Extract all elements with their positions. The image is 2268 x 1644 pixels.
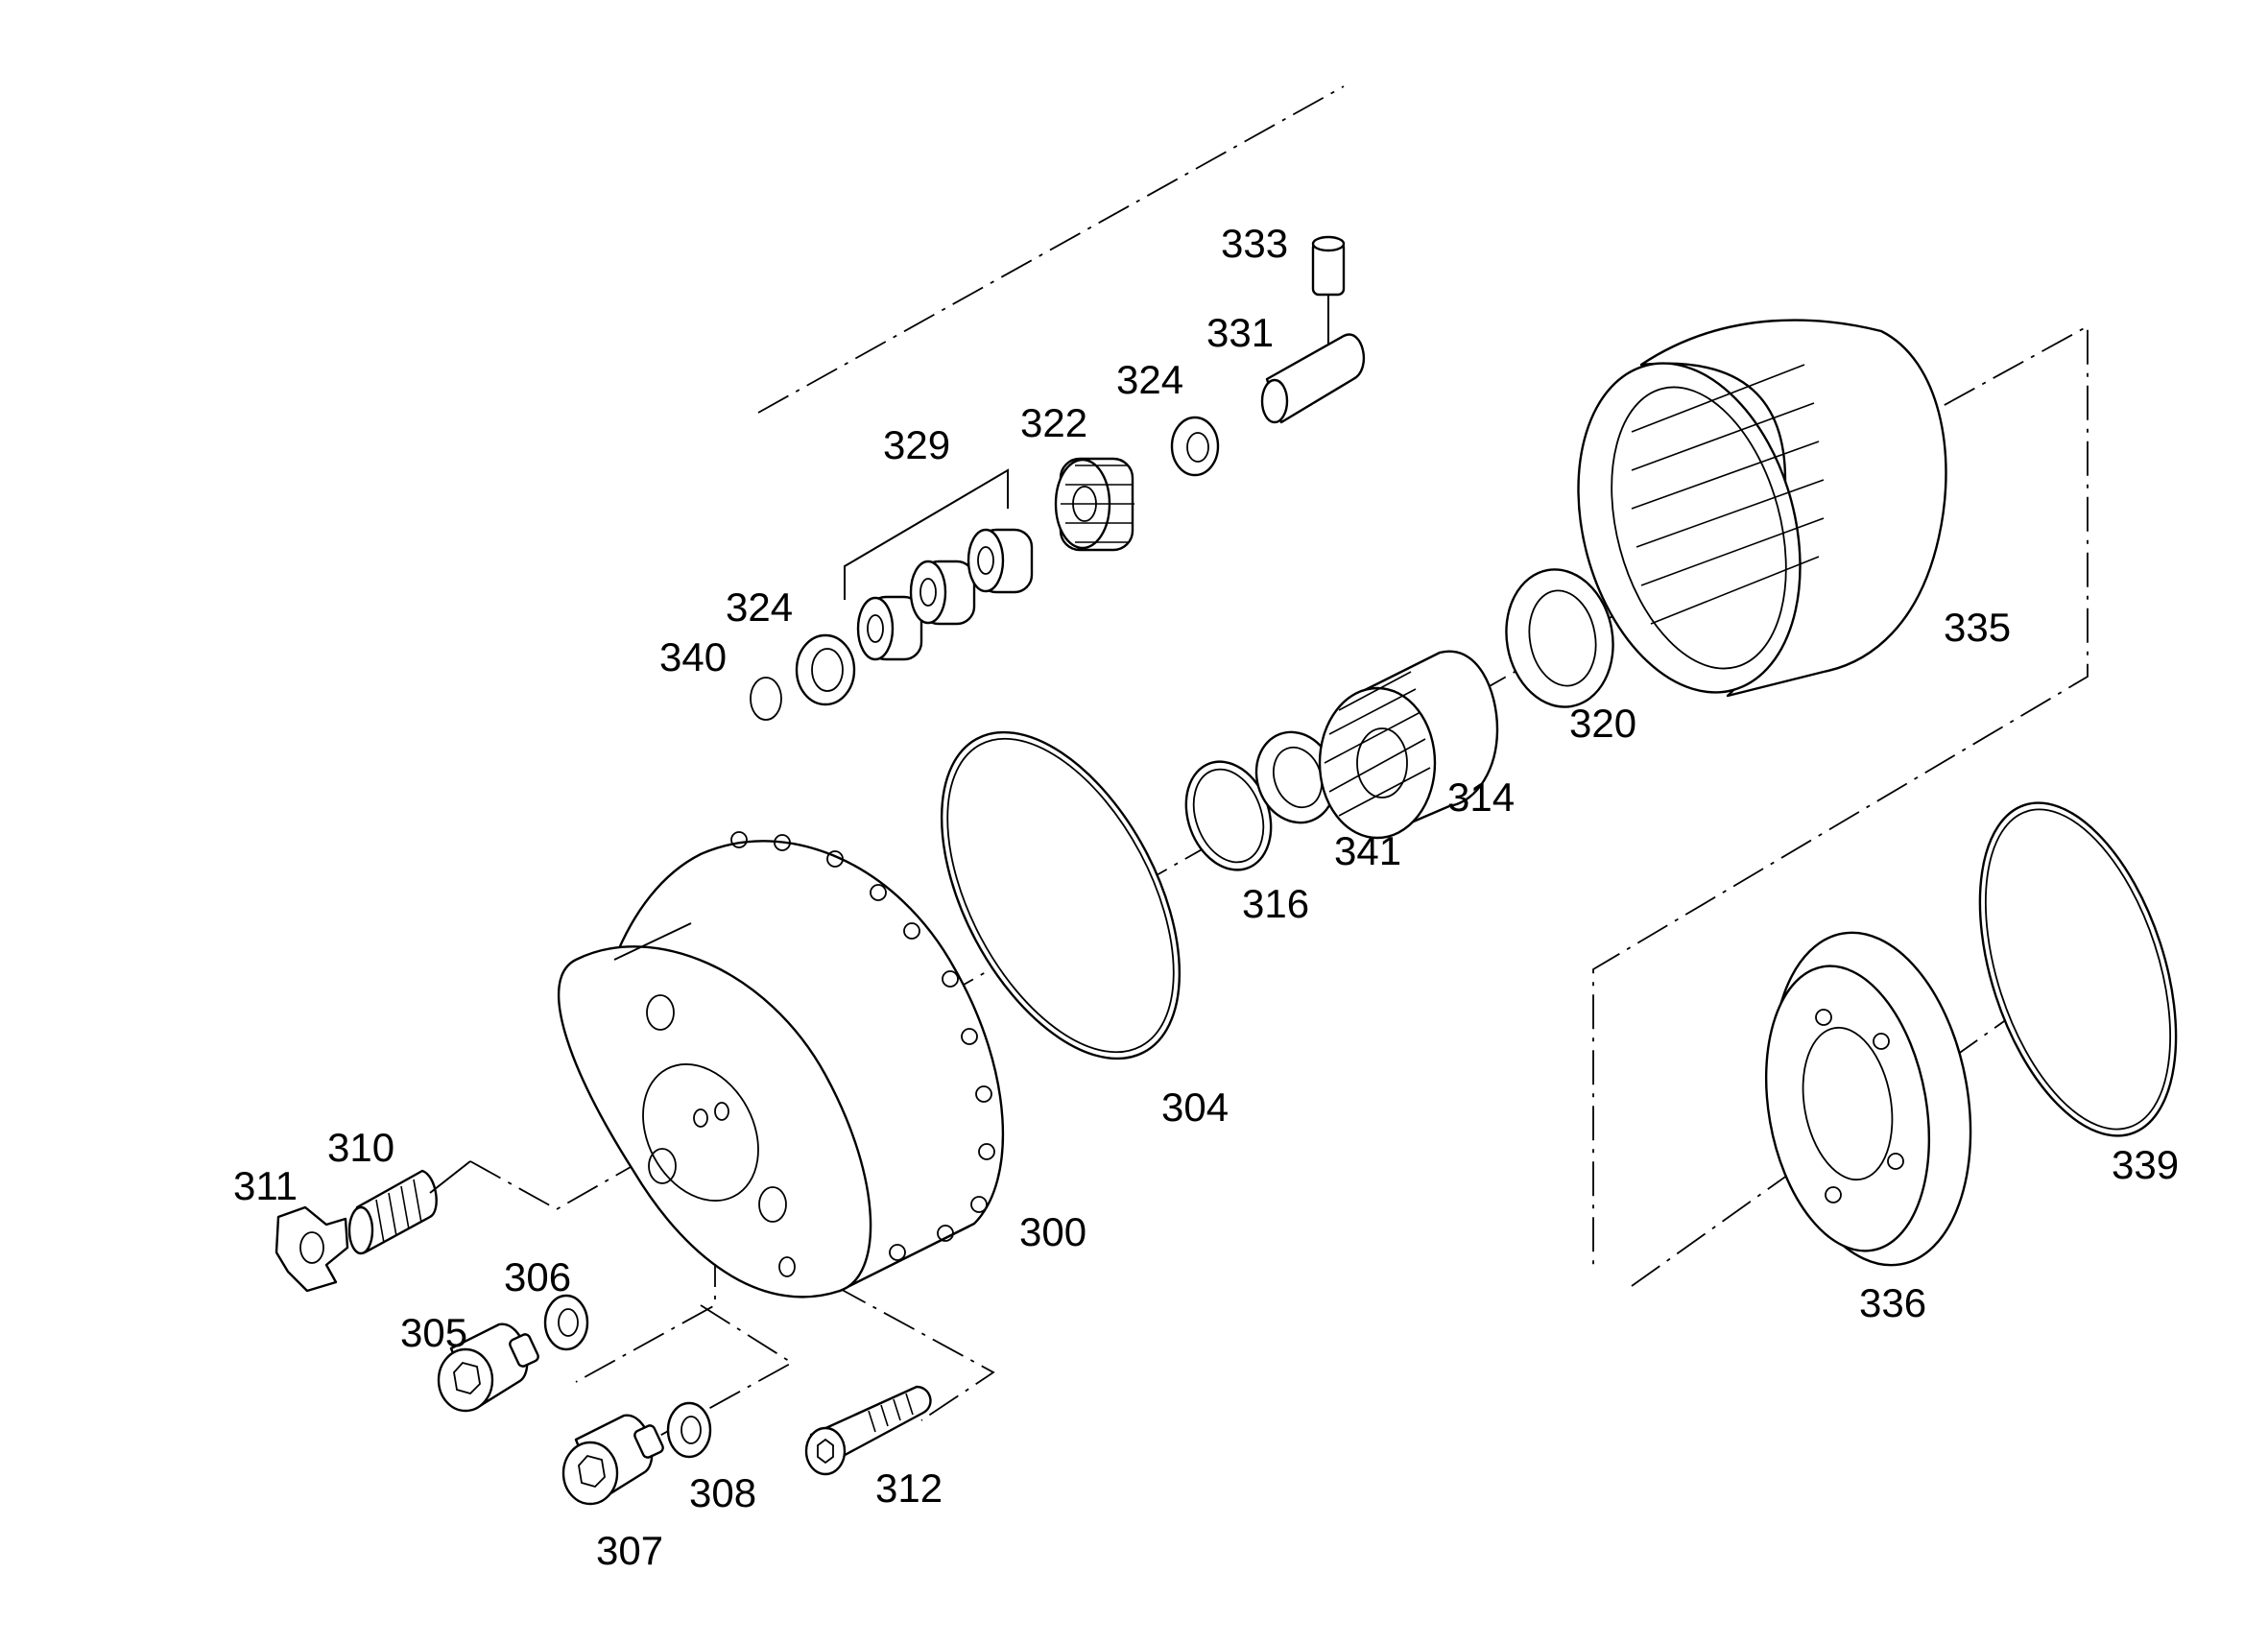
gear-322[interactable] xyxy=(1054,457,1134,552)
washer-320[interactable] xyxy=(1495,561,1623,716)
label-322: 322 xyxy=(1020,400,1087,445)
label-340: 340 xyxy=(659,634,727,679)
label-304: 304 xyxy=(1161,1084,1229,1130)
o-ring-304[interactable] xyxy=(893,694,1229,1098)
snap-ring-316[interactable] xyxy=(1172,750,1286,882)
gear-314[interactable] xyxy=(1318,650,1499,840)
label-339: 339 xyxy=(2112,1142,2179,1187)
label-312: 312 xyxy=(875,1465,943,1511)
label-305: 305 xyxy=(400,1310,467,1355)
label-300: 300 xyxy=(1019,1209,1086,1254)
lock-plate-311[interactable] xyxy=(275,1205,349,1293)
o-ring-339[interactable] xyxy=(1943,778,2213,1160)
label-335: 335 xyxy=(1944,605,2011,650)
sleeve-333[interactable] xyxy=(1311,235,1346,345)
pin-331[interactable] xyxy=(1260,333,1366,424)
needle-bearings-329[interactable] xyxy=(844,468,1034,661)
label-324-upper: 324 xyxy=(1116,357,1183,402)
label-341: 341 xyxy=(1334,828,1401,873)
washer-324-lower[interactable] xyxy=(795,633,856,706)
label-307: 307 xyxy=(596,1528,663,1573)
washer-306[interactable] xyxy=(543,1294,589,1351)
ring-gear-335[interactable] xyxy=(1543,319,1947,718)
label-316: 316 xyxy=(1242,881,1309,926)
label-310: 310 xyxy=(327,1125,394,1170)
label-314: 314 xyxy=(1447,774,1515,820)
label-306: 306 xyxy=(504,1254,571,1299)
gear-336[interactable] xyxy=(1745,917,1995,1280)
housing-300[interactable] xyxy=(557,831,1005,1299)
label-324-lower: 324 xyxy=(726,584,793,630)
snap-ring-340[interactable] xyxy=(750,677,782,721)
screw-305[interactable] xyxy=(437,1322,539,1413)
part-labels: 300 304 305 306 307 308 310 311 312 314 … xyxy=(233,221,2179,1573)
label-331: 331 xyxy=(1206,310,1274,355)
label-329: 329 xyxy=(883,422,950,467)
needle-bearing-2 xyxy=(909,560,976,626)
set-screw-310[interactable] xyxy=(347,1160,471,1255)
label-320: 320 xyxy=(1569,701,1636,746)
needle-bearing-1 xyxy=(856,595,923,661)
label-308: 308 xyxy=(689,1470,756,1515)
washer-308[interactable] xyxy=(666,1401,712,1459)
needle-bearing-3 xyxy=(967,528,1034,594)
label-333: 333 xyxy=(1221,221,1288,266)
label-336: 336 xyxy=(1859,1280,1926,1325)
washer-341[interactable] xyxy=(1244,721,1348,834)
washer-324-upper[interactable] xyxy=(1170,416,1220,477)
label-311: 311 xyxy=(233,1163,298,1208)
screw-307[interactable] xyxy=(561,1414,664,1506)
cap-screw-312[interactable] xyxy=(804,1385,932,1476)
